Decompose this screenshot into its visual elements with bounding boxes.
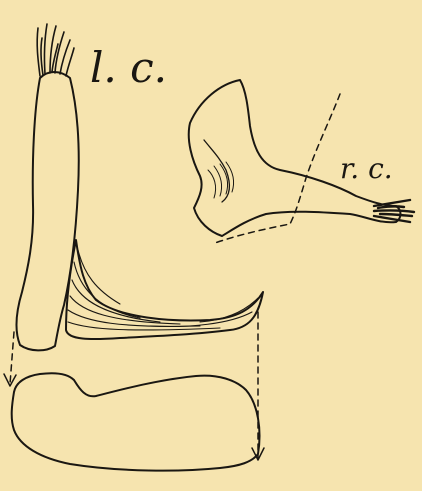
label-left: l. c. <box>90 43 167 92</box>
label-right: r. c. <box>340 152 393 185</box>
